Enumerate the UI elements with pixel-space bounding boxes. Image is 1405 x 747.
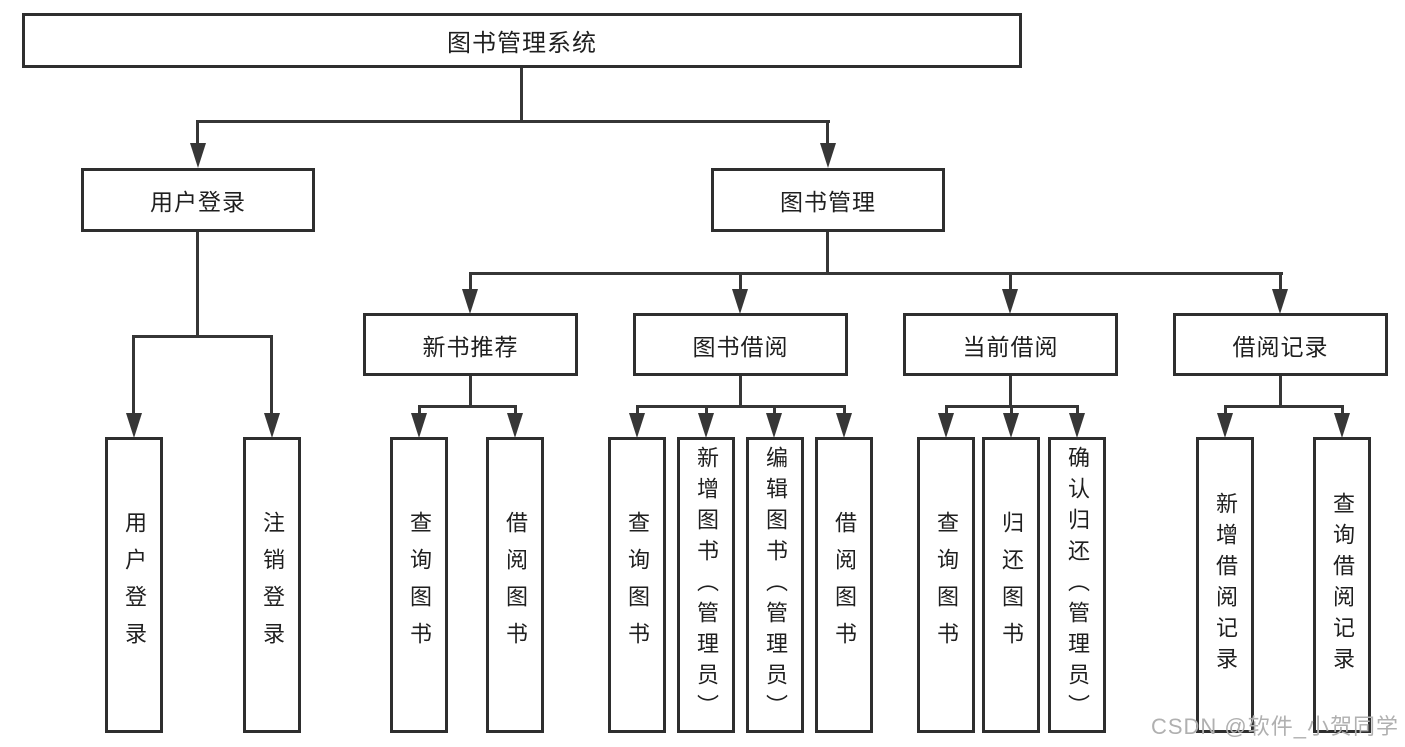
node-new-book-recommend: 新书推荐 (363, 313, 578, 376)
leaf-records-query-record-label: 查询借阅记录 (1330, 492, 1355, 678)
connector-line (520, 68, 523, 123)
connector-line (270, 335, 273, 417)
watermark: CSDN @软件_小贺同学 (1150, 714, 1399, 739)
connector-line (1224, 405, 1227, 417)
node-book-management: 图书管理 (711, 168, 945, 232)
node-new-book-recommend-label: 新书推荐 (422, 333, 519, 360)
connector-line (196, 232, 199, 338)
arrow-down (1069, 413, 1085, 438)
node-book-borrow: 图书借阅 (633, 313, 848, 376)
arrow-down (190, 143, 206, 168)
arrow-down (264, 413, 280, 438)
leaf-borrow-borrow-book-label: 借阅图书 (832, 511, 857, 659)
leaf-logout: 注销登录 (243, 437, 301, 733)
connector-line (739, 376, 742, 408)
leaf-borrow-add-book-admin-label: 新增图书（管理员） (694, 445, 719, 725)
leaf-borrow-edit-book-admin: 编辑图书（管理员） (746, 437, 804, 733)
leaf-current-confirm-return-admin: 确认归还（管理员） (1048, 437, 1106, 733)
arrow-down (836, 413, 852, 438)
connector-line (773, 405, 776, 417)
leaf-records-query-record: 查询借阅记录 (1313, 437, 1371, 733)
node-user-login: 用户登录 (81, 168, 315, 232)
node-book-management-label: 图书管理 (780, 189, 876, 215)
node-root-label: 图书管理系统 (447, 30, 597, 57)
leaf-user-login: 用户登录 (105, 437, 163, 733)
connector-line (739, 272, 742, 292)
connector-line (1009, 376, 1012, 408)
leaf-borrow-query-book: 查询图书 (608, 437, 666, 733)
connector-line (1076, 405, 1079, 417)
arrow-down (698, 413, 714, 438)
leaf-records-add-record: 新增借阅记录 (1196, 437, 1254, 733)
leaf-current-query-book-label: 查询图书 (934, 511, 959, 659)
connector-line (636, 405, 846, 408)
connector-line (636, 405, 639, 417)
leaf-recommend-borrow-book: 借阅图书 (486, 437, 544, 733)
arrow-down (820, 143, 836, 168)
arrow-down (1334, 413, 1350, 438)
node-root: 图书管理系统 (22, 13, 1022, 68)
leaf-recommend-borrow-book-label: 借阅图书 (503, 511, 528, 659)
arrow-down (938, 413, 954, 438)
arrow-down (732, 289, 748, 314)
connector-line (469, 272, 472, 292)
node-borrow-records-label: 借阅记录 (1232, 333, 1329, 360)
connector-line (132, 335, 273, 338)
leaf-records-add-record-label: 新增借阅记录 (1213, 492, 1238, 678)
node-current-borrow: 当前借阅 (903, 313, 1118, 376)
arrow-down (507, 413, 523, 438)
leaf-user-login-label: 用户登录 (122, 511, 147, 659)
connector-line (469, 272, 1283, 275)
connector-line (843, 405, 846, 417)
arrow-down (126, 413, 142, 438)
arrow-down (629, 413, 645, 438)
connector-line (826, 120, 829, 148)
arrow-down (462, 289, 478, 314)
connector-line (826, 232, 829, 275)
leaf-current-return-book-label: 归还图书 (999, 511, 1024, 659)
connector-line (418, 405, 517, 408)
connector-line (945, 405, 948, 417)
leaf-recommend-query-book: 查询图书 (390, 437, 448, 733)
connector-line (1010, 405, 1013, 417)
arrow-down (1002, 289, 1018, 314)
connector-line (1224, 405, 1344, 408)
connector-line (1341, 405, 1344, 417)
arrow-down (766, 413, 782, 438)
connector-line (1279, 272, 1282, 292)
leaf-borrow-borrow-book: 借阅图书 (815, 437, 873, 733)
arrow-down (1003, 413, 1019, 438)
leaf-borrow-edit-book-admin-label: 编辑图书（管理员） (763, 445, 788, 725)
arrow-down (411, 413, 427, 438)
connector-line (196, 120, 199, 148)
connector-line (1009, 272, 1012, 292)
connector-line (469, 376, 472, 408)
node-borrow-records: 借阅记录 (1173, 313, 1388, 376)
connector-line (418, 405, 421, 417)
connector-line (196, 120, 830, 123)
connector-line (705, 405, 708, 417)
node-current-borrow-label: 当前借阅 (962, 333, 1059, 360)
node-user-login-label: 用户登录 (150, 189, 246, 215)
connector-line (1279, 376, 1282, 408)
connector-line (514, 405, 517, 417)
node-book-borrow-label: 图书借阅 (692, 333, 789, 360)
connector-line (132, 335, 135, 417)
leaf-borrow-query-book-label: 查询图书 (625, 511, 650, 659)
leaf-borrow-add-book-admin: 新增图书（管理员） (677, 437, 735, 733)
leaf-recommend-query-book-label: 查询图书 (407, 511, 432, 659)
leaf-current-query-book: 查询图书 (917, 437, 975, 733)
arrow-down (1272, 289, 1288, 314)
leaf-current-confirm-return-admin-label: 确认归还（管理员） (1065, 445, 1090, 725)
arrow-down (1217, 413, 1233, 438)
leaf-logout-label: 注销登录 (260, 511, 285, 659)
leaf-current-return-book: 归还图书 (982, 437, 1040, 733)
